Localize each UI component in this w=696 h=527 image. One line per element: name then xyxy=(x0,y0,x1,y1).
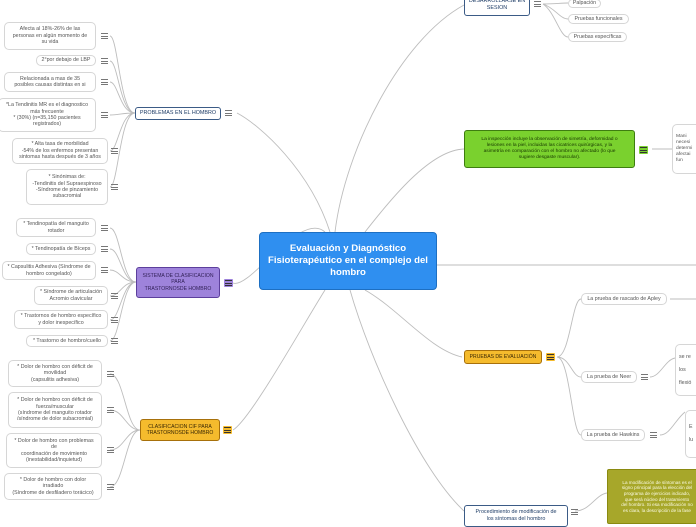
problemas-item[interactable]: 2°por debajo de LBP xyxy=(36,55,96,66)
pruebas-branch[interactable]: PRUEBAS DE EVALUACIÓN xyxy=(464,350,542,364)
menu-lines-icon[interactable] xyxy=(107,407,114,413)
problemas-item[interactable]: * Sinónimas de: -Tendinitis del Supraesp… xyxy=(26,169,108,205)
procedimiento-branch-label: Procedimiento de modificación de los sín… xyxy=(475,509,557,522)
menu-lines-icon[interactable] xyxy=(111,338,118,344)
menu-lines-icon[interactable] xyxy=(101,112,108,118)
pruebas-branch-label: PRUEBAS DE EVALUACIÓN xyxy=(469,353,537,360)
inspeccion-branch-label: La inspección incluye la observación de … xyxy=(481,137,618,160)
problemas-item[interactable]: *La Tendinitis MR es el diagnostico más … xyxy=(0,98,96,132)
menu-lines-icon[interactable] xyxy=(101,58,108,64)
sistema-item[interactable]: * Trastornos de hombro específico y dolo… xyxy=(14,310,108,329)
hawkins-detail[interactable]: E lu xyxy=(685,410,696,458)
menu-lines-icon[interactable] xyxy=(546,353,555,361)
sistema-item[interactable]: * Tendinopatía del manguito rotador xyxy=(16,218,96,237)
central-topic[interactable]: Evaluación y Diagnóstico Fisioterapéutic… xyxy=(259,232,437,290)
menu-lines-icon[interactable] xyxy=(107,484,114,490)
menu-lines-icon[interactable] xyxy=(225,110,232,116)
procedimiento-branch[interactable]: Procedimiento de modificación de los sín… xyxy=(464,505,568,527)
problemas-item[interactable]: Relacionada a mas de 35 posibles causas … xyxy=(4,72,96,92)
menu-lines-icon[interactable] xyxy=(111,148,118,154)
menu-lines-icon[interactable] xyxy=(101,79,108,85)
menu-lines-icon[interactable] xyxy=(534,1,541,7)
problemas-item[interactable]: * Alta tasa de morbilidad -54% de los en… xyxy=(12,138,108,164)
sistema-branch[interactable]: SISTEMA DE CLASIFICACION PARA TRASTORNOS… xyxy=(136,267,220,298)
central-topic-label: Evaluación y Diagnóstico Fisioterapéutic… xyxy=(268,243,428,278)
menu-lines-icon[interactable] xyxy=(639,146,648,154)
sesion-branch-label: DESARROLLARSE EN SESION xyxy=(468,0,526,11)
problemas-branch-label: PROBLEMAS EN EL HOMBRO xyxy=(139,110,217,117)
menu-lines-icon[interactable] xyxy=(101,225,108,231)
sistema-item[interactable]: * Capsulitis Adhesiva (Síndrome de hombr… xyxy=(2,261,96,280)
problemas-branch[interactable]: PROBLEMAS EN EL HOMBRO xyxy=(135,107,221,120)
menu-lines-icon[interactable] xyxy=(224,279,233,287)
pruebas-item-apley[interactable]: La prueba de rascado de Apley xyxy=(581,293,667,305)
clasificacion-branch-label: CLASIFICACION CIF PARA TRASTORNOSDE HOMB… xyxy=(146,423,214,436)
clasificacion-branch[interactable]: CLASIFICACION CIF PARA TRASTORNOSDE HOMB… xyxy=(140,419,220,441)
sistema-item[interactable]: * Tendinopatía de Bíceps xyxy=(26,243,96,255)
menu-lines-icon[interactable] xyxy=(107,371,114,377)
problemas-item[interactable]: Afecta al 18%-26% de las personas en alg… xyxy=(4,22,96,50)
neer-detail[interactable]: se re los flexió xyxy=(675,344,696,396)
menu-lines-icon[interactable] xyxy=(650,432,657,438)
sesion-item-funcionales[interactable]: Pruebas funcionales xyxy=(568,14,629,24)
sistema-item[interactable]: * Síndrome de articulación Acromio clavi… xyxy=(34,286,108,305)
sesion-item-palpacion[interactable]: Palpación xyxy=(568,0,601,8)
clasificacion-item[interactable]: * Dolor de hombro con problemas de coord… xyxy=(6,433,102,468)
clasificacion-item[interactable]: * Dolor de hombro con dolor irradiado (S… xyxy=(4,473,102,500)
menu-lines-icon[interactable] xyxy=(111,317,118,323)
inspeccion-side-note[interactable]: Mani necesi determi afectai fun xyxy=(672,124,696,174)
menu-lines-icon[interactable] xyxy=(101,33,108,39)
procedimiento-note[interactable]: La modificación de síntomas es el signo … xyxy=(607,469,696,524)
sistema-branch-label: SISTEMA DE CLASIFICACION PARA TRASTORNOS… xyxy=(142,273,214,292)
sesion-branch[interactable]: DESARROLLARSE EN SESION xyxy=(464,0,530,16)
menu-lines-icon[interactable] xyxy=(641,374,648,380)
menu-lines-icon[interactable] xyxy=(111,293,118,299)
pruebas-item-hawkins[interactable]: La prueba de Hawkins xyxy=(581,429,645,441)
pruebas-item-neer[interactable]: La prueba de Neer xyxy=(581,371,637,383)
sistema-item[interactable]: * Trastorno de hombro/cuello xyxy=(26,335,108,347)
menu-lines-icon[interactable] xyxy=(571,509,578,515)
sesion-item-especificas[interactable]: Pruebas específicas xyxy=(568,32,627,42)
menu-lines-icon[interactable] xyxy=(101,246,108,252)
menu-lines-icon[interactable] xyxy=(111,184,118,190)
clasificacion-item[interactable]: * Dolor de hombro con déficit de movilid… xyxy=(8,360,102,387)
menu-lines-icon[interactable] xyxy=(107,447,114,453)
inspeccion-branch[interactable]: La inspección incluye la observación de … xyxy=(464,130,635,168)
menu-lines-icon[interactable] xyxy=(223,426,232,434)
menu-lines-icon[interactable] xyxy=(101,267,108,273)
clasificacion-item[interactable]: * Dolor de hombro con déficit de fuerza/… xyxy=(8,392,102,428)
